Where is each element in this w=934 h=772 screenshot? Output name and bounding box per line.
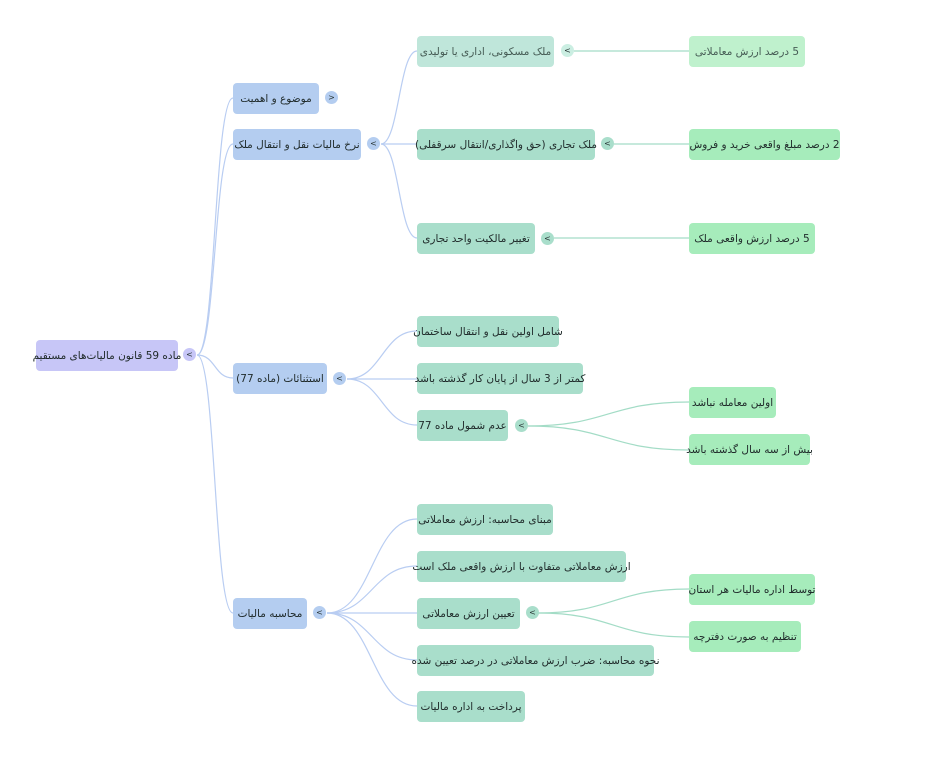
calc-payment[interactable]: پرداخت به اداره مالیات: [417, 691, 525, 722]
not77-collapse-toggle[interactable]: <: [515, 419, 528, 432]
edge-root-rate: [196, 143, 234, 356]
edge-determine-office: [537, 588, 690, 614]
not77-over-three[interactable]: بیش از سه سال گذشته باشد: [686, 434, 813, 465]
edge-determine-booklet: [537, 612, 690, 638]
branch-importance[interactable]: موضوع و اهمیت: [233, 83, 319, 114]
value-ownership[interactable]: 5 درصد ارزش واقعی ملک: [689, 223, 815, 254]
edge-rate-residential: [380, 50, 418, 145]
exceptions-collapse-toggle[interactable]: <: [333, 372, 346, 385]
edge-calc-basis: [326, 518, 418, 614]
calc-determine[interactable]: تعیین ارزش معاملاتی: [417, 598, 520, 629]
rate-residential[interactable]: ملک مسکونی، اداری یا تولیدی: [417, 36, 554, 67]
root-collapse-toggle[interactable]: <: [183, 348, 196, 361]
rate-ownership[interactable]: تغییر مالکیت واحد تجاری: [417, 223, 535, 254]
not77-first-deal[interactable]: اولین معامله نباشد: [689, 387, 776, 418]
exc-three-years[interactable]: کمتر از 3 سال از پایان کار گذشته باشد: [415, 363, 585, 394]
branch-exceptions[interactable]: استثنائات (ماده 77): [233, 363, 327, 394]
edge-exc-first: [346, 330, 418, 380]
edge-calc-method: [326, 612, 418, 661]
calc-basis[interactable]: مبنای محاسبه: ارزش معاملاتی: [417, 504, 553, 535]
ownership-collapse-toggle[interactable]: <: [541, 232, 554, 245]
exc-first-transfer[interactable]: شامل اولین نقل و انتقال ساختمان: [413, 316, 563, 347]
edge-not77-first: [527, 401, 690, 427]
value-commercial[interactable]: 2 درصد مبلغ واقعی خرید و فروش: [689, 129, 840, 160]
exc-not-77[interactable]: عدم شمول ماده 77: [417, 410, 508, 441]
residential-collapse-toggle[interactable]: <: [561, 44, 574, 57]
edge-root-calc: [196, 354, 234, 614]
edge-rate-ownership: [380, 143, 418, 239]
edge-root-importance: [196, 97, 234, 356]
calc-differs[interactable]: ارزش معاملاتی متفاوت با ارزش واقعی ملک ا…: [412, 551, 631, 582]
calc-collapse-toggle[interactable]: <: [313, 606, 326, 619]
commercial-collapse-toggle[interactable]: <: [601, 137, 614, 150]
determine-booklet[interactable]: تنظیم به صورت دفترچه: [689, 621, 801, 652]
branch-calc[interactable]: محاسبه مالیات: [233, 598, 307, 629]
branch-rate[interactable]: نرخ مالیات نقل و انتقال ملک: [233, 129, 361, 160]
determine-collapse-toggle[interactable]: <: [526, 606, 539, 619]
rate-collapse-toggle[interactable]: <: [367, 137, 380, 150]
edge-calc-payment: [326, 612, 418, 707]
determine-by-office[interactable]: توسط اداره مالیات هر استان: [689, 574, 815, 605]
edge-root-exceptions: [196, 354, 234, 379]
root-node[interactable]: ماده 59 قانون مالیات‌های مستقیم: [33, 340, 181, 371]
edge-calc-differs: [326, 565, 418, 614]
value-residential[interactable]: 5 درصد ارزش معاملاتی: [689, 36, 805, 67]
importance-expand-toggle[interactable]: >: [325, 91, 338, 104]
calc-method[interactable]: نحوه محاسبه: ضرب ارزش معاملاتی در درصد ت…: [411, 645, 660, 676]
rate-commercial[interactable]: ملک تجاری (حق واگذاری/انتقال سرقفلی): [415, 129, 597, 160]
edge-exc-not77: [346, 378, 418, 426]
edge-not77-over: [527, 425, 690, 451]
